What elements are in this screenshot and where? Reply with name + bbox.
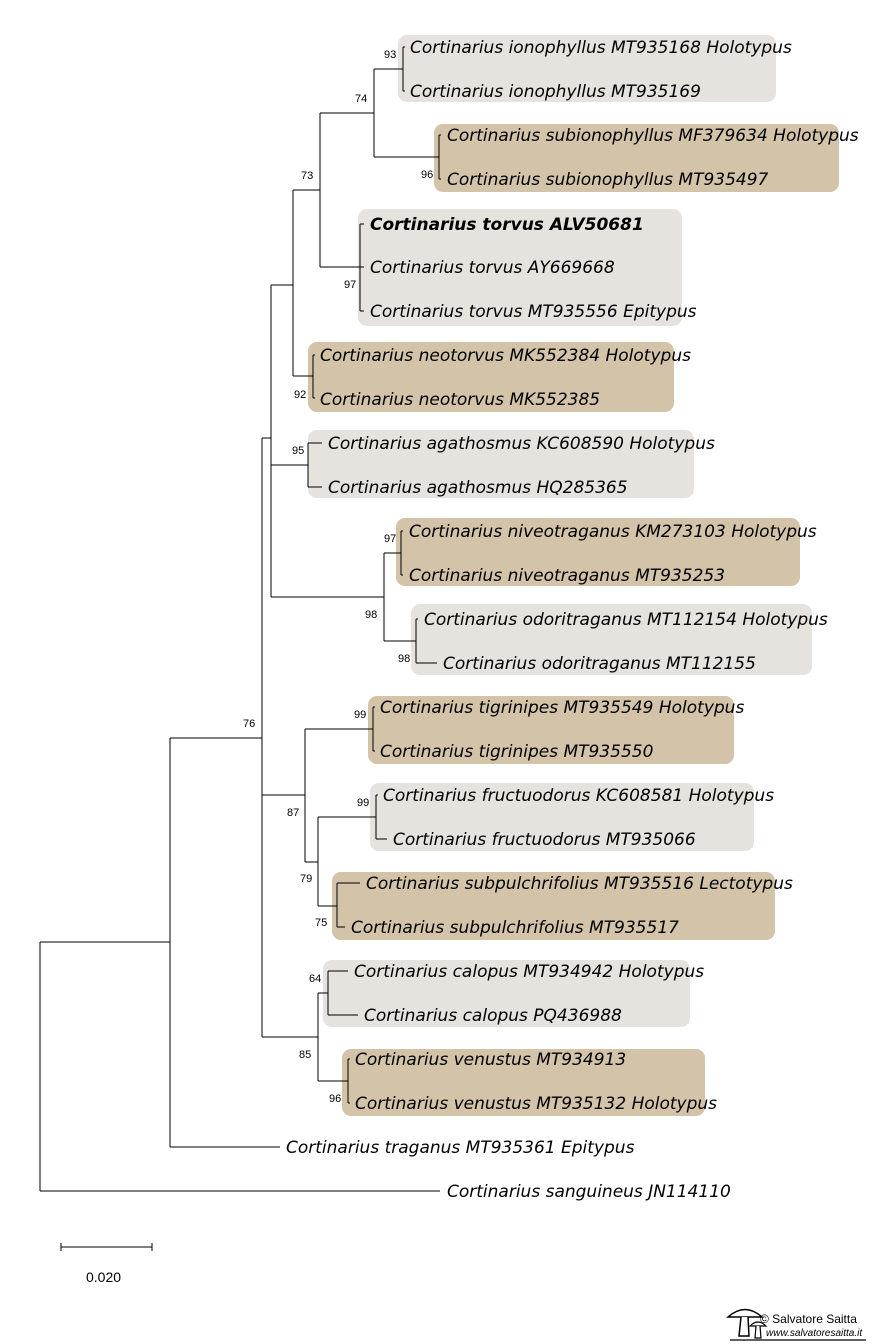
branch-torvus-group bbox=[292, 189, 320, 377]
branch-subpulchrifolius bbox=[336, 882, 360, 928]
support-value: 74 bbox=[355, 93, 367, 105]
clade-box-venustus bbox=[342, 1049, 705, 1116]
copyright-credit: © Salvatore Saitta www.salvatoresaitta.i… bbox=[726, 1308, 866, 1341]
branch-subionophyllus bbox=[438, 134, 441, 180]
clade-box-neotorvus bbox=[308, 342, 674, 412]
branch-tigrinipes bbox=[372, 706, 375, 752]
branch-odoritraganus bbox=[415, 618, 437, 664]
clade-box-niveotraganus bbox=[396, 518, 800, 586]
taxon-label: Cortinarius odoritraganus MT112155 bbox=[443, 654, 756, 674]
taxon-label: Cortinarius neotorvus MK552385 bbox=[320, 390, 600, 410]
support-value: 75 bbox=[315, 917, 327, 929]
branch-ionophyllus bbox=[402, 46, 405, 92]
clade-box-torvus bbox=[358, 209, 682, 326]
taxon-label: Cortinarius calopus PQ436988 bbox=[364, 1006, 622, 1026]
taxon-label: Cortinarius ionophyllus MT935169 bbox=[410, 82, 701, 102]
taxon-label: Cortinarius venustus MT935132 Holotypus bbox=[355, 1094, 717, 1114]
branch-niveo-odori bbox=[383, 552, 416, 642]
taxon-label: Cortinarius subionophyllus MF379634 Holo… bbox=[447, 126, 859, 146]
support-value: 76 bbox=[243, 718, 255, 730]
taxon-label: Cortinarius subionophyllus MT935497 bbox=[447, 170, 769, 190]
clade-box-agathosmus bbox=[308, 430, 694, 498]
support-value: 98 bbox=[398, 653, 410, 665]
taxon-label: Cortinarius torvus AY669668 bbox=[370, 258, 615, 278]
taxon-label: Cortinarius subpulchrifolius MT935517 bbox=[351, 918, 679, 938]
support-value: 93 bbox=[384, 49, 396, 61]
support-value: 97 bbox=[384, 533, 396, 545]
taxon-label: Cortinarius odoritraganus MT112154 Holot… bbox=[424, 610, 828, 630]
branch-tigrinipes-group bbox=[304, 728, 373, 863]
support-value: 87 bbox=[287, 807, 299, 819]
branch-calopus bbox=[327, 970, 358, 1016]
taxon-label: Cortinarius sanguineus JN114110 bbox=[447, 1182, 731, 1202]
support-value: 85 bbox=[299, 1049, 311, 1061]
taxon-label: Cortinarius tigrinipes MT935549 Holotypu… bbox=[380, 698, 744, 718]
branch-main-clade bbox=[261, 437, 318, 1038]
taxon-label: Cortinarius agathosmus KC608590 Holotypu… bbox=[328, 434, 715, 454]
branch-fructu-subpul bbox=[317, 816, 376, 907]
branch-ingroup bbox=[169, 737, 280, 1148]
taxon-label: Cortinarius niveotraganus KM273103 Holot… bbox=[409, 522, 817, 542]
taxon-label-highlighted: Cortinarius torvus ALV50681 bbox=[370, 215, 644, 235]
branch-venustus bbox=[347, 1058, 350, 1104]
tree-branches bbox=[39, 46, 441, 1192]
taxon-label: Cortinarius torvus MT935556 Epitypus bbox=[370, 302, 697, 322]
support-values: 93 74 96 73 97 92 95 97 98 98 76 99 87 9… bbox=[243, 49, 433, 1105]
taxon-label: Cortinarius niveotraganus MT935253 bbox=[409, 566, 725, 586]
support-value: 96 bbox=[329, 1093, 341, 1105]
credit-name: © Salvatore Saitta bbox=[760, 1312, 857, 1326]
scale-bar: 0.020 bbox=[60, 1243, 153, 1285]
clade-box-tigrinipes bbox=[368, 696, 734, 764]
branch-fructuodorus bbox=[375, 794, 387, 840]
support-value: 64 bbox=[309, 973, 321, 985]
mushroom-logo-icon bbox=[726, 1308, 866, 1341]
branch-neotorvus bbox=[312, 354, 315, 399]
support-value: 99 bbox=[357, 797, 369, 809]
clade-box-fructuodorus bbox=[370, 783, 754, 851]
branch-agathosmus bbox=[307, 442, 322, 488]
clade-box-subionophyllus bbox=[434, 124, 839, 192]
support-value: 95 bbox=[292, 445, 304, 457]
support-value: 99 bbox=[354, 709, 366, 721]
branch-niveotraganus bbox=[400, 530, 403, 576]
branch-root bbox=[39, 941, 440, 1192]
taxon-label: Cortinarius subpulchrifolius MT935516 Le… bbox=[366, 874, 793, 894]
support-value: 79 bbox=[300, 873, 312, 885]
branch-iono-subiono bbox=[373, 68, 439, 158]
support-value: 98 bbox=[365, 609, 377, 621]
branch-torvus bbox=[359, 223, 364, 312]
taxon-label: Cortinarius venustus MT934913 bbox=[355, 1050, 626, 1070]
scale-bar-label: 0.020 bbox=[86, 1269, 121, 1285]
branch-upper bbox=[270, 284, 384, 598]
clade-box-calopus bbox=[323, 960, 690, 1027]
taxon-label: Cortinarius neotorvus MK552384 Holotypus bbox=[320, 346, 691, 366]
taxon-label: Cortinarius tigrinipes MT935550 bbox=[380, 742, 653, 762]
support-value: 97 bbox=[344, 279, 356, 291]
credit-url: www.salvatoresaitta.it bbox=[766, 1328, 863, 1339]
clade-box-ionophyllus bbox=[398, 35, 776, 102]
taxon-labels: Cortinarius ionophyllus MT935168 Holotyp… bbox=[286, 38, 859, 1202]
taxon-label: Cortinarius fructuodorus MT935066 bbox=[393, 830, 696, 850]
clade-box-odoritraganus bbox=[411, 604, 812, 675]
clade-boxes bbox=[308, 35, 839, 1116]
scale-bar-line bbox=[60, 1243, 153, 1251]
taxon-label: Cortinarius fructuodorus KC608581 Holoty… bbox=[383, 786, 774, 806]
taxon-label: Cortinarius ionophyllus MT935168 Holotyp… bbox=[410, 38, 792, 58]
clade-box-subpulchrifolius bbox=[332, 872, 775, 940]
taxon-label: Cortinarius agathosmus HQ285365 bbox=[328, 478, 628, 498]
support-value: 73 bbox=[301, 170, 313, 182]
branch-calopus-venustus bbox=[317, 992, 348, 1082]
support-value: 92 bbox=[294, 389, 306, 401]
taxon-label: Cortinarius traganus MT935361 Epitypus bbox=[286, 1138, 635, 1158]
support-value: 96 bbox=[421, 169, 433, 181]
branch-iono-torvus bbox=[319, 112, 374, 268]
taxon-label: Cortinarius calopus MT934942 Holotypus bbox=[354, 962, 704, 982]
